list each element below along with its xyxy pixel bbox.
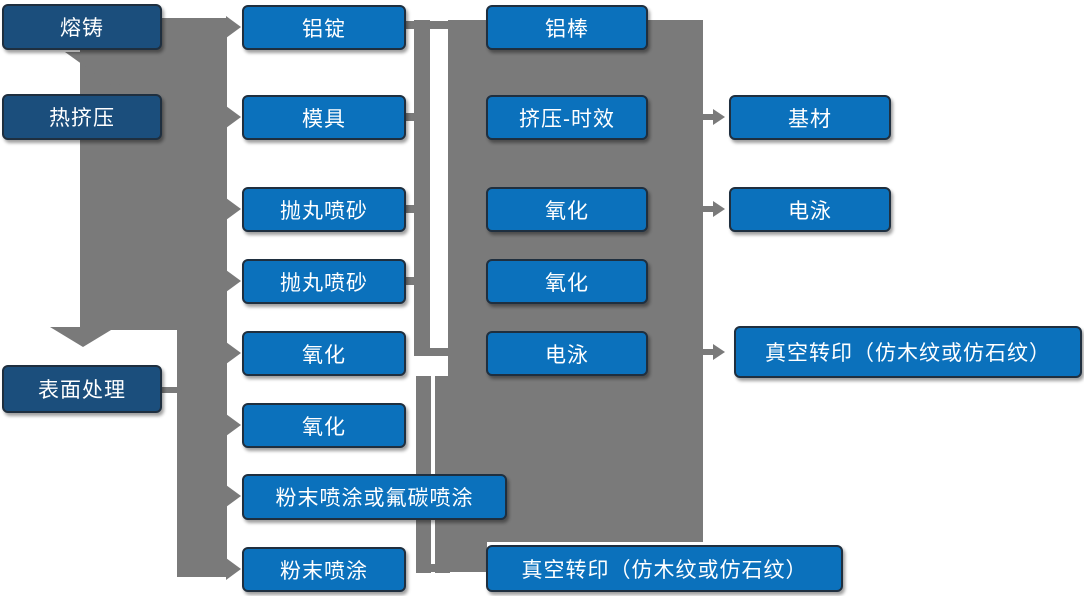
stem-to-jicai-connector <box>701 114 713 120</box>
arrow-down-to-rejiya-icon <box>65 52 165 88</box>
node-paowan-2: 抛丸喷砂 <box>242 259 406 304</box>
stub-moju-connector <box>406 113 430 121</box>
node-moju: 模具 <box>242 95 406 140</box>
process-block-foot-connector <box>448 542 487 570</box>
arrow-to-paowan2-icon <box>226 270 241 292</box>
node-lvbang: 铝棒 <box>486 5 648 50</box>
node-lvding: 铝锭 <box>242 5 406 50</box>
stub-lvding-connector <box>406 21 448 29</box>
node-zhenkong-c4: 真空转印（仿木纹或仿石纹） <box>734 326 1082 378</box>
arrow-to-yanghua2-icon <box>226 414 241 436</box>
biaomianchuli-stub-connector <box>160 387 178 393</box>
arrow-to-jicai-icon <box>713 109 725 125</box>
node-yanghua-c3-1: 氧化 <box>486 187 648 232</box>
node-jiya-shixiao: 挤压-时效 <box>486 95 648 140</box>
arrow-down-to-biaomianchuli-icon <box>50 327 116 347</box>
arrow-to-moju-icon <box>226 106 241 128</box>
node-paowan-1: 抛丸喷砂 <box>242 187 406 232</box>
arrow-to-dianyong-icon <box>713 201 725 217</box>
node-fenmo-futan: 粉末喷涂或氟碳喷涂 <box>242 474 507 520</box>
node-yanghua-c2-2: 氧化 <box>242 403 406 448</box>
stub-paowan2-connector <box>406 277 430 285</box>
stem-to-zhenkong-connector <box>701 349 713 355</box>
node-dianyong-c4: 电泳 <box>729 187 891 232</box>
node-fenmo: 粉末喷涂 <box>242 547 406 592</box>
node-yanghua-c2-1: 氧化 <box>242 331 406 376</box>
node-rongzhu: 熔铸 <box>2 4 162 50</box>
arrow-to-fenmo2-icon <box>226 558 241 580</box>
node-dianyong-c3: 电泳 <box>486 331 648 376</box>
node-biaomianchuli: 表面处理 <box>2 365 162 413</box>
node-jicai: 基材 <box>729 95 891 140</box>
arrow-to-zhenkong-icon <box>713 344 725 360</box>
arrow-to-yanghua1-icon <box>226 342 241 364</box>
stub-to-block-connector <box>414 348 448 356</box>
arrow-to-lvding-icon <box>226 16 241 38</box>
left-trunk-lower-connector <box>177 330 227 577</box>
arrow-to-paowan1-icon <box>226 198 241 220</box>
node-rejiya: 热挤压 <box>2 94 162 140</box>
arrow-to-fenmo1-icon <box>226 485 241 507</box>
stem-to-dianyong-connector <box>701 206 713 212</box>
stub-paowan1-connector <box>406 205 430 213</box>
node-yanghua-c3-2: 氧化 <box>486 259 648 304</box>
node-zhenkong-c3: 真空转印（仿木纹或仿石纹） <box>486 545 843 592</box>
mid-bus-upper-connector <box>414 20 430 356</box>
